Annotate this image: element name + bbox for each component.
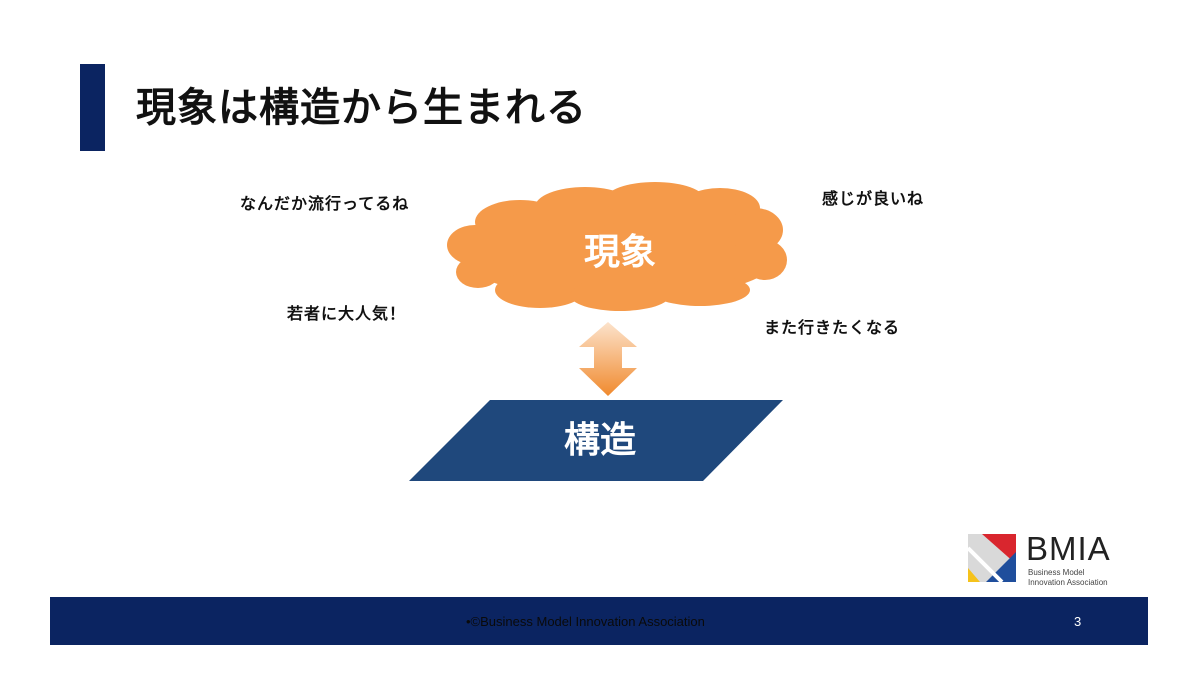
- page-number: 3: [1074, 614, 1082, 629]
- footer-copyright: •©Business Model Innovation Association: [466, 614, 705, 629]
- double-arrow: [579, 322, 637, 396]
- bmia-logo-icon: [968, 534, 1016, 582]
- logo-wordmark: BMIA: [1026, 530, 1111, 567]
- comment-popular: 若者に大人気！: [287, 304, 407, 323]
- structure-parallelogram: [409, 400, 783, 481]
- comment-revisit: また行きたくなる: [764, 318, 901, 337]
- footer-bar: [50, 597, 1148, 645]
- structure-label: 構造: [563, 420, 636, 461]
- logo-subtitle: Business Model Innovation Association: [1028, 568, 1108, 588]
- phenomenon-label: 現象: [583, 232, 656, 273]
- cloud-shape: [447, 182, 787, 311]
- logo-subtitle-line1: Business Model: [1028, 568, 1085, 577]
- slide-title: 現象は構造から生まれる: [136, 85, 587, 131]
- title-accent-bar: [80, 64, 105, 151]
- comment-good-feeling: 感じが良いね: [822, 189, 925, 208]
- logo-subtitle-line2: Innovation Association: [1028, 578, 1108, 587]
- comment-trending: なんだか流行ってるね: [240, 194, 410, 213]
